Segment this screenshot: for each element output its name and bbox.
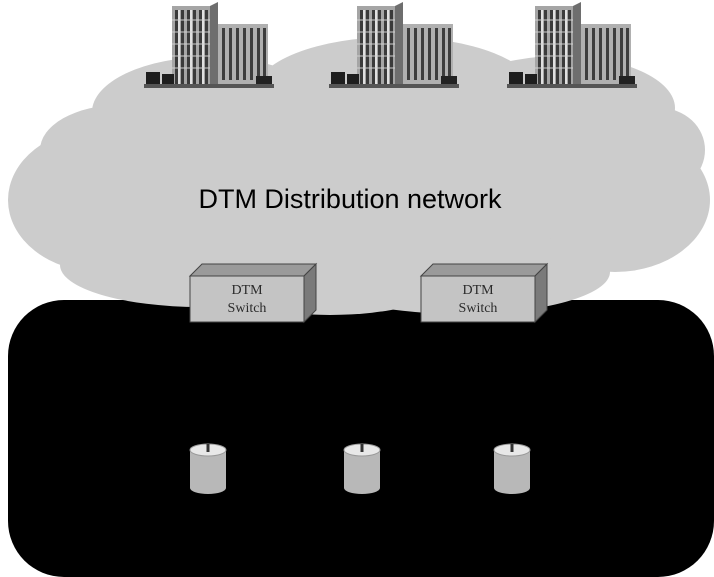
server-building-1: [143, 1, 275, 89]
cloud-title: DTM Distribution network: [198, 184, 502, 214]
dtm-switch-1: DTM Switch: [189, 263, 317, 323]
dtm-switch-2-label-line2: Switch: [459, 301, 498, 316]
cylinder-storage-icon-1: [189, 443, 227, 495]
dtm-switch-2: DTM Switch: [420, 263, 548, 323]
server-building-3: [506, 1, 638, 89]
cylinder-storage-icon-3: [493, 443, 531, 495]
cylinder-storage-icon-2: [343, 443, 381, 495]
dtm-switch-1-label-line2: Switch: [228, 301, 267, 316]
dtm-switch-2-label-line1: DTM: [462, 283, 494, 298]
access-network-region: [8, 300, 714, 577]
dtm-switch-1-label-line1: DTM: [231, 283, 263, 298]
